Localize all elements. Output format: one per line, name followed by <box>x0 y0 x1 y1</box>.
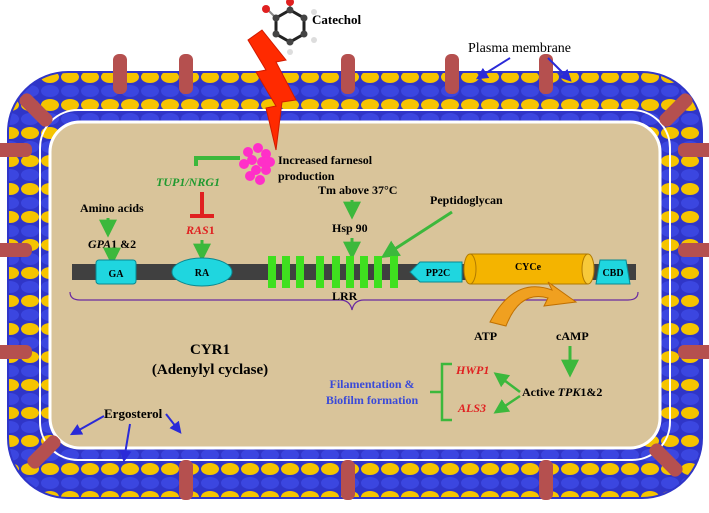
farnesol-molecule <box>245 171 255 181</box>
lrr-label: LRR <box>332 289 358 303</box>
cbd-domain-label: CBD <box>602 268 623 279</box>
channel-protein <box>659 93 693 127</box>
camp-label: cAMP <box>556 329 589 343</box>
channel-protein <box>27 435 61 469</box>
lrr-repeat <box>268 256 276 288</box>
farnesol-cluster-icon <box>239 143 275 185</box>
channel-protein <box>179 460 193 500</box>
channel-protein <box>113 54 127 94</box>
cyr1-label: CYR1 <box>190 342 230 358</box>
temperature-label: Tm above 37°C <box>318 183 397 197</box>
membrane-channel-proteins <box>0 54 709 500</box>
tpk-to-als3-arrow <box>493 394 521 414</box>
pp2c-domain-label: PP2C <box>426 268 450 279</box>
adenylyl-cyclase-label: (Adenylyl cyclase) <box>152 362 268 378</box>
lightning-bolt-icon <box>247 29 297 151</box>
amino-acids-label: Amino acids <box>80 201 144 215</box>
farnesol-molecule <box>257 157 267 167</box>
farnesol-label-line2: production <box>278 169 335 183</box>
cyce-domain <box>463 253 595 285</box>
channel-protein <box>445 54 459 94</box>
ergosterol-arrow-2 <box>119 423 132 463</box>
ga-domain <box>95 259 137 285</box>
channel-protein <box>678 143 709 157</box>
atp-to-camp-arrow <box>489 281 578 327</box>
lrr-repeat <box>282 256 290 288</box>
channel-protein <box>678 243 709 257</box>
lrr-repeat <box>332 256 340 288</box>
atp-label: ATP <box>474 329 497 343</box>
catechol-label: Catechol <box>312 12 361 27</box>
ra-domain-label: RA <box>195 268 210 279</box>
channel-protein <box>179 54 193 94</box>
channel-protein <box>0 243 32 257</box>
farnesol-molecule <box>255 175 265 185</box>
lrr-repeat <box>390 256 398 288</box>
cyr1-brace <box>69 291 639 311</box>
farnesol-label-line1: Increased farnesol <box>278 153 373 167</box>
channel-protein <box>649 443 683 477</box>
peptidoglycan-label: Peptidoglycan <box>430 193 503 207</box>
plasma-membrane-arrow-1 <box>475 57 511 80</box>
filamentation-label-line1: Filamentation & <box>330 377 415 391</box>
ras1-label: RAS1 <box>185 223 215 237</box>
pp2c-domain <box>409 261 463 283</box>
lrr-repeat <box>316 256 324 288</box>
gpa-label: GPA1 &2 <box>88 237 136 251</box>
farnesol-molecule <box>265 157 275 167</box>
channel-protein <box>341 54 355 94</box>
ergosterol-arrow-3 <box>165 413 182 434</box>
farnesol-molecule <box>253 143 263 153</box>
hsp90-label: Hsp 90 <box>332 221 368 235</box>
lrr-repeat <box>346 256 354 288</box>
farnesol-to-tup1-arrow <box>194 156 240 166</box>
als3-label: ALS3 <box>457 401 486 415</box>
plasma-membrane-arrow-2 <box>547 57 572 82</box>
lrr-repeat-bars <box>268 256 398 288</box>
plasma-membrane-label: Plasma membrane <box>468 41 571 56</box>
catechol-molecule-icon <box>262 0 317 55</box>
ergosterol-label: Ergosterol <box>104 406 163 421</box>
channel-protein <box>341 460 355 500</box>
lrr-repeat <box>374 256 382 288</box>
channel-protein <box>0 345 32 359</box>
channel-protein <box>539 54 553 94</box>
lrr-repeat <box>360 256 368 288</box>
tup1-nrg1-label: TUP1/NRG1 <box>156 175 220 189</box>
farnesol-molecule <box>261 149 271 159</box>
farnesol-molecule <box>261 165 271 175</box>
farnesol-molecule <box>239 159 249 169</box>
active-tpk-label: Active TPK1&2 <box>522 385 602 399</box>
gene-bracket <box>430 362 452 422</box>
filamentation-label-line2: Biofilm formation <box>326 393 419 407</box>
hwp1-label: HWP1 <box>455 363 489 377</box>
channel-protein <box>0 143 32 157</box>
channel-protein <box>678 345 709 359</box>
cyce-domain-label: CYCe <box>515 262 542 273</box>
lrr-repeat <box>296 256 304 288</box>
ergosterol-arrow-1 <box>69 415 105 436</box>
farnesol-molecule <box>243 147 253 157</box>
channel-protein <box>539 460 553 500</box>
tpk-to-hwp1-arrow <box>493 372 521 393</box>
farnesol-molecule <box>247 155 257 165</box>
peptidoglycan-arrow <box>380 210 453 258</box>
cbd-domain <box>595 259 631 285</box>
plasma-membrane-bilayer <box>7 71 703 499</box>
ra-domain <box>171 257 233 287</box>
channel-protein <box>19 93 53 127</box>
ga-domain-label: GA <box>109 269 125 280</box>
